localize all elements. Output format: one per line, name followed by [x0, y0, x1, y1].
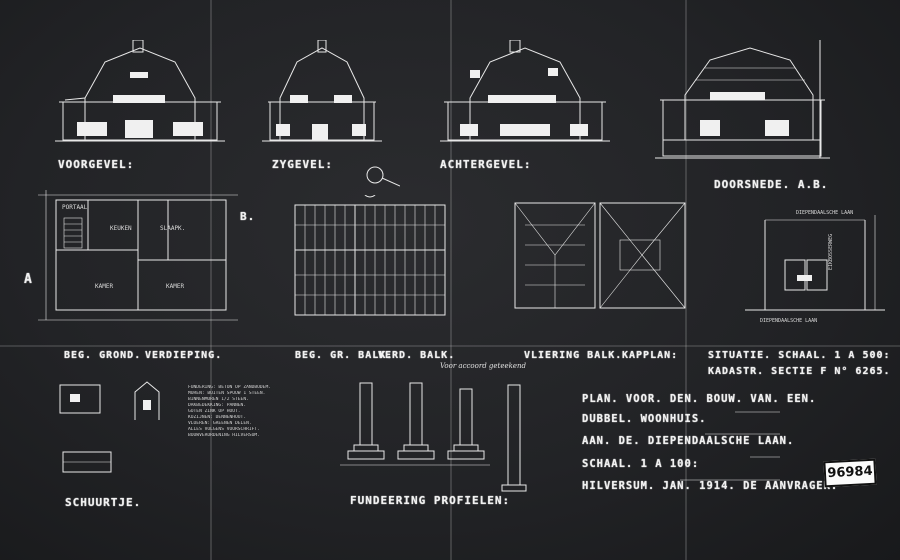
roof-plan [514, 202, 686, 309]
label-schuurtje: SCHUURTJE. [65, 496, 142, 509]
foundation-profiles [340, 382, 527, 492]
room-label: KAMER [95, 283, 114, 290]
site-plan [745, 215, 885, 311]
note-line: ALLES VOLGENS VOORSCHRIFT. [188, 427, 260, 432]
side-elevation [262, 40, 382, 142]
label-kapplan: KAPPLAN: [622, 350, 679, 361]
site-road-label: EIKBOSSERWEG [828, 233, 834, 270]
joist-plan [294, 195, 446, 316]
title-line-1: PLAN. VOOR. DEN. BOUW. VAN. EEN. [582, 393, 817, 405]
label-achtergevel: ACHTERGEVEL: [440, 158, 532, 171]
site-road-label: DIEPENDAALSCHE LAAN [796, 210, 854, 216]
specification-notes: FUNDERING: BETON OP ZANDBODEM. MUREN: BU… [188, 385, 338, 439]
fold-line [450, 0, 452, 560]
label-zygevel: ZYGEVEL: [272, 158, 333, 171]
label-balklaag: BEG. GR. BALK. [295, 350, 394, 361]
label-verdieping: VERDIEPING. [145, 350, 223, 361]
label-fundeering: FUNDEERING PROFIELEN: [350, 494, 511, 507]
fold-line [685, 0, 687, 560]
detail-circle [366, 166, 400, 187]
room-label: KAMER [166, 283, 185, 290]
note-line: KOZIJNEN: DENNENHOUT. [188, 415, 247, 420]
label-verd-balk: VERD. BALK. [378, 350, 456, 361]
site-road-label: DIEPENDAALSCHE LAAN [760, 318, 818, 324]
section-elevation [655, 40, 830, 159]
section-marker-b: B. [240, 210, 256, 223]
note-line: MUREN: BUITEN SPOUW 1 STEEN. [188, 391, 266, 396]
archive-number-stamp: 96984 [823, 458, 877, 488]
title-line-2: DUBBEL. WOONHUIS. [582, 413, 707, 425]
approval-signature: Voor accoord geteekend [440, 362, 527, 370]
room-label: KEUKEN [110, 225, 132, 232]
title-line-4: SCHAAL. 1 A 100: [582, 458, 700, 470]
title-line-3: AAN. DE. DIEPENDAALSCHE LAAN. [582, 435, 795, 447]
label-doorsnede: DOORSNEDE. A.B. [714, 178, 829, 191]
note-line: FUNDERING: BETON OP ZANDBODEM. [188, 385, 271, 390]
section-marker-a: A [24, 272, 33, 287]
title-underlines [680, 411, 780, 481]
note-line: VLOEREN: GREENEN DELEN. [188, 421, 252, 426]
label-voorgevel: VOORGEVEL: [58, 158, 135, 171]
label-beg-grond: BEG. GROND. [64, 350, 142, 361]
fold-line [210, 0, 212, 560]
title-line-5: HILVERSUM. JAN. 1914. DE AANVRAGER: [582, 480, 839, 492]
note-line: BINNENMUREN 1/2 STEEN. [188, 397, 249, 402]
note-line: BOUWVERORDENING HILVERSUM. [188, 433, 260, 438]
room-label: SLAAPK. [160, 225, 186, 232]
label-kadastr: KADASTR. SECTIE F N° 6265. [708, 366, 891, 377]
ground-floor-plan [38, 190, 238, 321]
label-vliering: VLIERING BALK. [524, 350, 623, 361]
fold-line [0, 345, 900, 347]
room-label: PORTAAL [62, 204, 88, 211]
label-situatie: SITUATIE. SCHAAL. 1 A 500: [708, 350, 891, 361]
rear-elevation [440, 40, 610, 142]
note-line: DAKBEDEKKING: PANNEN. [188, 403, 247, 408]
note-line: GOTEN ZINK OP HOUT. [188, 409, 241, 414]
front-elevation [55, 40, 225, 142]
shed-drawings [59, 381, 160, 473]
